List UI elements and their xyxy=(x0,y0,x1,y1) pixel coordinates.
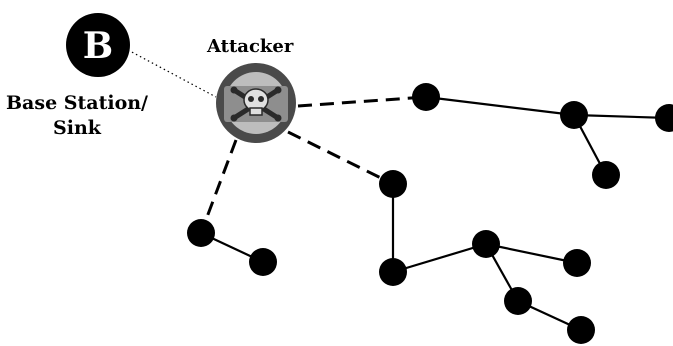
link-attacker-n2 xyxy=(287,130,394,186)
base-station-label: Base Station/ Sink xyxy=(4,91,150,141)
link-n4-n5 xyxy=(573,113,670,120)
sensor-node xyxy=(412,83,440,111)
attacker-links xyxy=(199,95,427,234)
sensor-node xyxy=(592,161,620,189)
sensor-node xyxy=(249,248,277,276)
sensor-node xyxy=(655,104,673,132)
sensor-node xyxy=(379,170,407,198)
link-n1-n4 xyxy=(425,95,575,117)
link-attacker-n1 xyxy=(297,95,427,108)
sensor-node xyxy=(563,249,591,277)
base-station-label-line1: Base Station/ xyxy=(6,92,148,114)
sensor-nodes xyxy=(187,83,673,344)
link-n8-n9 xyxy=(485,242,578,265)
link-attacker-n3 xyxy=(199,139,238,234)
attacker-label: Attacker xyxy=(207,36,294,57)
sensor-node xyxy=(560,101,588,129)
sensor-node xyxy=(472,230,500,258)
sensor-node xyxy=(504,287,532,315)
base-station-label-line2: Sink xyxy=(53,117,101,139)
sensor-node xyxy=(379,258,407,286)
base-station-letter: B xyxy=(83,25,113,67)
sensor-node xyxy=(187,219,215,247)
sensor-node xyxy=(567,316,595,344)
skull-crossbones-icon xyxy=(230,86,282,122)
base-station-circle xyxy=(66,13,130,77)
base-station: B xyxy=(66,13,130,77)
link-base-attacker xyxy=(127,49,217,98)
link-n7-n8 xyxy=(392,242,487,274)
attacker-node xyxy=(216,63,296,143)
